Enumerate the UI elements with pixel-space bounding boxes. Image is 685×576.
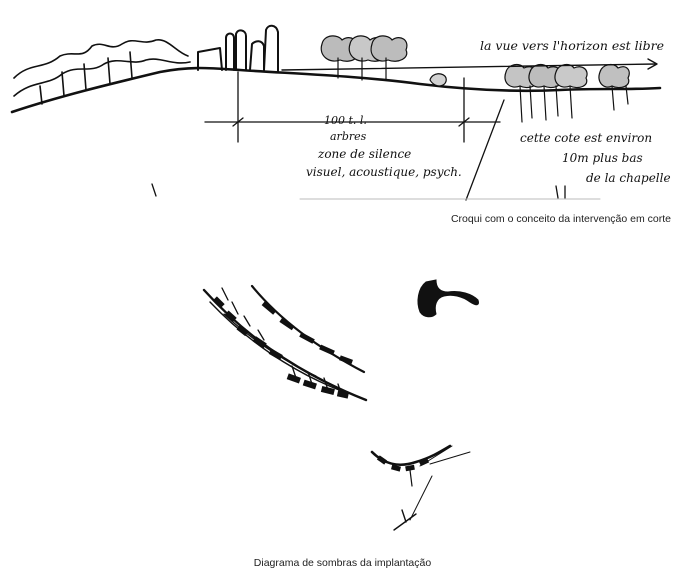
right-annotation-line1: cette cote est environ <box>520 131 652 145</box>
ground-line <box>10 66 662 114</box>
right-annotation-line3: de la chapelle <box>586 171 671 185</box>
cell-shadows <box>212 296 353 399</box>
dimension-lines <box>151 71 566 201</box>
tree-cluster-right <box>429 63 630 123</box>
tree-cluster-middle <box>320 35 408 81</box>
section-caption: Croqui com o conceito da intervenção em … <box>450 213 671 225</box>
building-shadow-north <box>417 279 479 318</box>
courtyard-shadows <box>376 455 430 472</box>
shadow-diagram-caption: Diagrama de sombras da implantação <box>253 557 432 569</box>
zone-annotation-line2: arbres <box>330 130 367 143</box>
courtyard-walls <box>370 444 471 531</box>
arc-walls <box>202 284 368 402</box>
zone-annotation-line1: 100 t. l. <box>324 114 367 127</box>
shadow-diagram <box>202 279 479 531</box>
zone-annotation-line4: visuel, acoustique, psych. <box>306 165 462 179</box>
left-vegetation <box>13 39 191 105</box>
chapel <box>197 24 279 73</box>
horizon-annotation: la vue vers l'horizon est libre <box>480 38 664 53</box>
right-annotation-line2: 10m plus bas <box>562 151 643 165</box>
partition-ticks <box>221 287 343 397</box>
horizon-arrow <box>281 58 658 71</box>
zone-annotation-line3: zone de silence <box>317 147 411 161</box>
